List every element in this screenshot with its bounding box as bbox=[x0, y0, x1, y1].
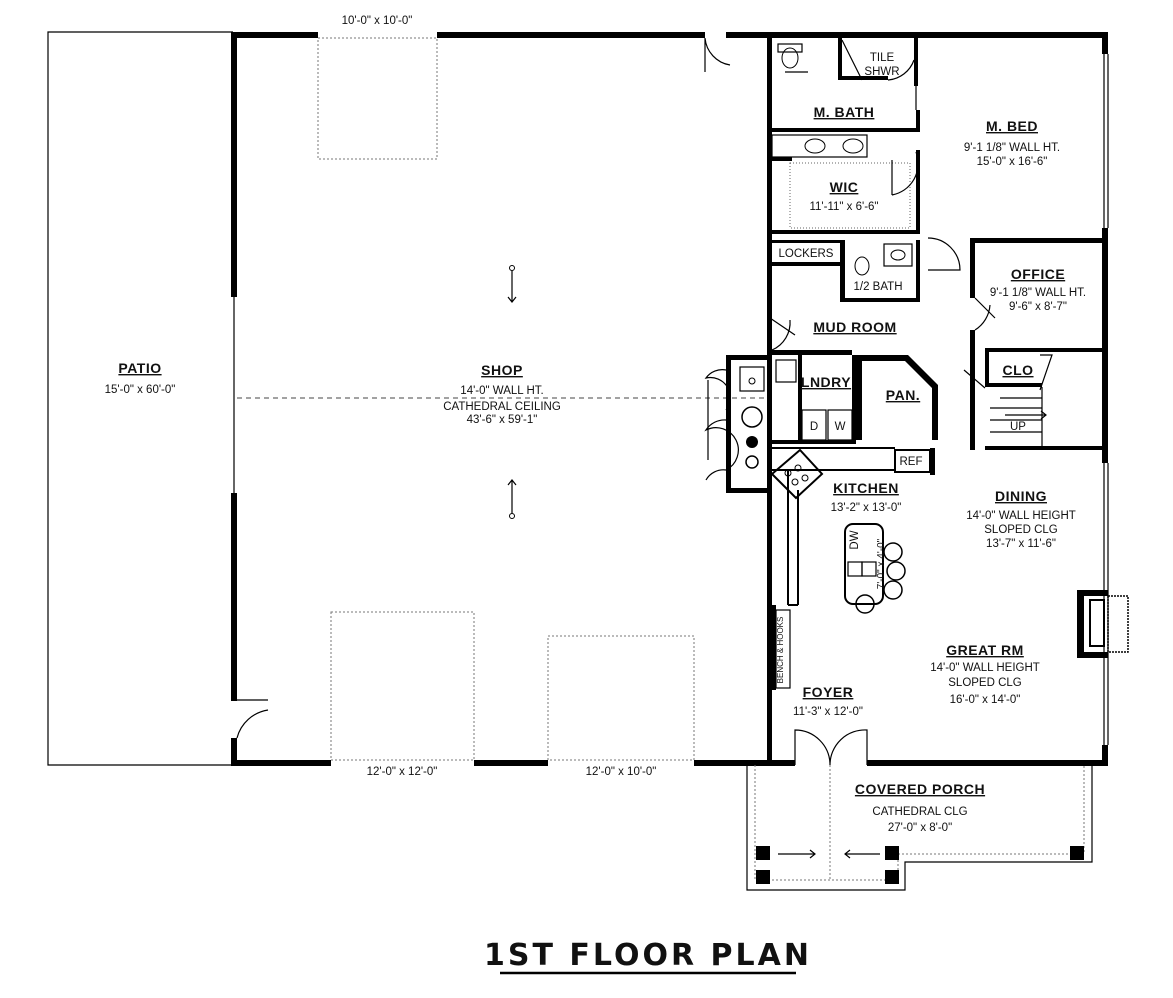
porch bbox=[746, 729, 1093, 891]
bottom-door-left-dim: 12'-0" x 12'-0" bbox=[367, 766, 438, 778]
kitchen-size: 13'-2" x 13'-0" bbox=[831, 502, 902, 514]
dishwasher-label: DW bbox=[849, 530, 861, 549]
wic-size: 11'-11" x 6'-6" bbox=[809, 201, 878, 213]
plan-title-text: 1ST FLOOR PLAN bbox=[484, 938, 812, 973]
office-name: OFFICE bbox=[1011, 266, 1065, 282]
overhead-doors bbox=[317, 37, 695, 761]
shop-doors bbox=[231, 37, 731, 739]
bath-fixtures bbox=[769, 39, 1053, 391]
pantry-name: PAN. bbox=[886, 387, 920, 403]
porch-line1: CATHEDRAL CLG bbox=[872, 806, 967, 818]
patio-area bbox=[47, 31, 233, 766]
closet-name: CLO bbox=[1002, 362, 1033, 378]
master-bath-name: M. BATH bbox=[814, 104, 875, 120]
washer-label: W bbox=[835, 421, 846, 433]
master-bed-line1: 9'-1 1/8" WALL HT. bbox=[964, 142, 1060, 154]
porch-size: 27'-0" x 8'-0" bbox=[888, 822, 952, 834]
house-walls bbox=[767, 32, 1129, 766]
island-size: 7'-0" x 4'-0" bbox=[876, 538, 887, 589]
tile-shower-line2: SHWR bbox=[864, 66, 899, 78]
patio-name: PATIO bbox=[118, 360, 161, 376]
lockers-name: LOCKERS bbox=[779, 248, 834, 260]
master-bed-name: M. BED bbox=[986, 118, 1038, 134]
foyer-name: FOYER bbox=[803, 684, 854, 700]
half-bath-name: 1/2 BATH bbox=[854, 281, 903, 293]
shop-size: 43'-6" x 59'-1" bbox=[467, 414, 538, 426]
wic-name: WIC bbox=[830, 179, 859, 195]
office-line1: 9'-1 1/8" WALL HT. bbox=[990, 287, 1086, 299]
great-room-line1: 14'-0" WALL HEIGHT bbox=[930, 662, 1040, 674]
dining-line2: SLOPED CLG bbox=[984, 524, 1058, 536]
laundry-exterior bbox=[704, 355, 853, 493]
room-labels: PATIO 15'-0" x 60'-0" SHOP 14'-0" WALL H… bbox=[105, 52, 1086, 834]
kitchen-name: KITCHEN bbox=[833, 480, 899, 496]
dryer-label: D bbox=[810, 421, 818, 433]
master-bed-size: 15'-0" x 16'-6" bbox=[977, 156, 1048, 168]
shop-line2: CATHEDRAL CEILING bbox=[443, 401, 561, 413]
stair-label: UP bbox=[1010, 421, 1026, 433]
tile-shower-line1: TILE bbox=[870, 52, 895, 64]
foyer-size: 11'-3" x 12'-0" bbox=[793, 706, 863, 718]
top-door-dim: 10'-0" x 10'-0" bbox=[342, 15, 413, 27]
kitchen-fixtures bbox=[770, 448, 906, 614]
office-size: 9'-6" x 8'-7" bbox=[1009, 301, 1067, 313]
bench-label: BENCH & HOOKS bbox=[776, 617, 785, 684]
ref-label: REF bbox=[900, 456, 923, 468]
dimension-labels: 10'-0" x 10'-0" 12'-0" x 12'-0" 12'-0" x… bbox=[342, 15, 657, 778]
stair bbox=[990, 387, 1047, 446]
dining-name: DINING bbox=[995, 488, 1047, 504]
bottom-door-right-dim: 12'-0" x 10'-0" bbox=[586, 766, 657, 778]
great-room-name: GREAT RM bbox=[946, 642, 1024, 658]
mud-room-name: MUD ROOM bbox=[813, 319, 896, 335]
great-room-line2: SLOPED CLG bbox=[948, 677, 1022, 689]
patio-size: 15'-0" x 60'-0" bbox=[105, 384, 176, 396]
shop-line1: 14'-0" WALL HT. bbox=[460, 385, 543, 397]
shop-name: SHOP bbox=[481, 362, 523, 378]
porch-name: COVERED PORCH bbox=[855, 781, 985, 797]
dining-size: 13'-7" x 11'-6" bbox=[986, 538, 1056, 550]
dining-line1: 14'-0" WALL HEIGHT bbox=[966, 510, 1076, 522]
plan-title: 1ST FLOOR PLAN bbox=[484, 938, 812, 975]
shop-walls bbox=[231, 32, 794, 766]
great-room-size: 16'-0" x 14'-0" bbox=[950, 694, 1021, 706]
ceiling-line bbox=[237, 265, 767, 519]
laundry-name: LNDRY bbox=[801, 374, 851, 390]
